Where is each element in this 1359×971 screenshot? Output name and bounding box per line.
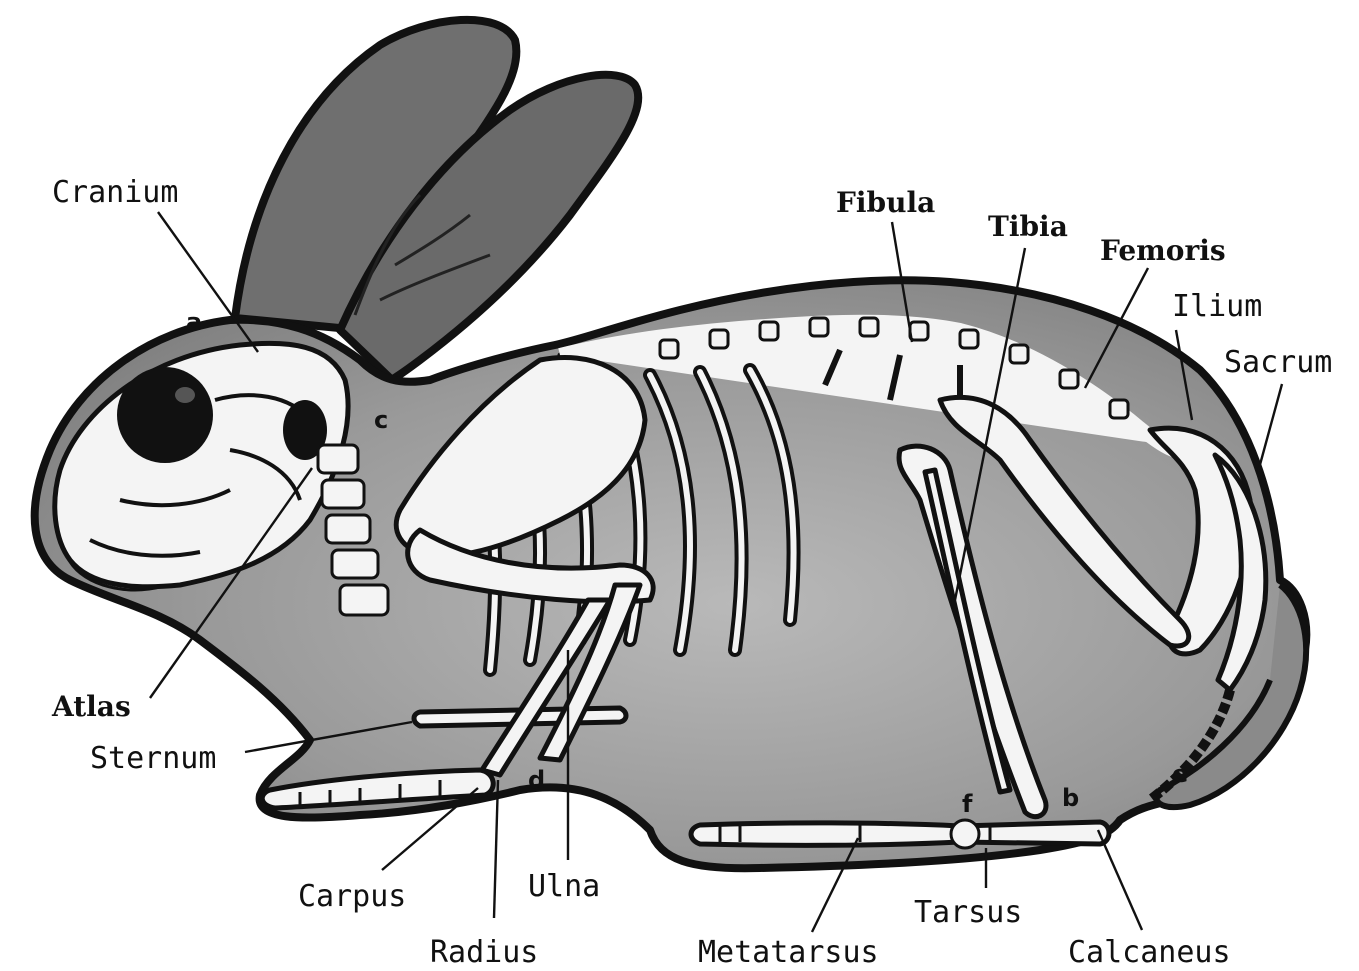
leader-calcaneus — [1098, 830, 1142, 930]
label-femoris: Femoris — [1100, 234, 1226, 267]
eye-highlight — [175, 387, 195, 403]
label-atlas: Atlas — [51, 690, 131, 723]
hind-foot — [691, 822, 1109, 845]
vertebra — [332, 550, 378, 578]
letter-c: c — [374, 406, 388, 434]
leader-radius — [494, 780, 498, 918]
label-ulna: Ulna — [528, 869, 600, 904]
label-sternum: Sternum — [90, 741, 216, 776]
label-metatarsus: Metatarsus — [698, 935, 879, 970]
letter-a: a — [186, 308, 202, 336]
tarsus-bone — [951, 820, 979, 848]
label-tarsus: Tarsus — [914, 895, 1022, 930]
letter-f: f — [962, 790, 973, 818]
label-carpus: Carpus — [298, 879, 406, 914]
vertebra — [326, 515, 370, 543]
vertebra — [322, 480, 364, 508]
label-radius: Radius — [430, 935, 538, 970]
vertebra — [318, 445, 358, 473]
letter-d: d — [528, 766, 545, 794]
leader-sacrum — [1258, 384, 1282, 472]
letter-e: e — [1172, 760, 1188, 788]
label-calcaneus: Calcaneus — [1068, 935, 1231, 970]
letter-b: b — [1062, 784, 1079, 812]
label-ilium: Ilium — [1172, 289, 1262, 324]
vertebra — [340, 585, 388, 615]
label-cranium: Cranium — [52, 175, 178, 210]
label-fibula: Fibula — [836, 186, 935, 219]
label-tibia: Tibia — [988, 210, 1068, 243]
eye-socket — [117, 367, 213, 463]
label-sacrum: Sacrum — [1224, 345, 1332, 380]
